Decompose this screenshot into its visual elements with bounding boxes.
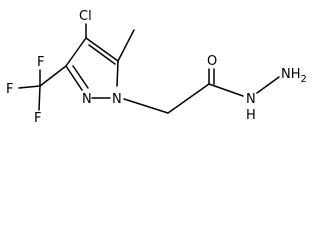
bond-c3-c4: [65, 37, 87, 67]
atom-label-f-bottom: F: [34, 111, 41, 126]
bond-n2-c3: [65, 65, 83, 91]
bond-cf3-f-left: [18, 85, 41, 89]
bond-c3-cf3: [39, 65, 67, 87]
bond-c4-c5-double: [88, 44, 116, 65]
bond-c4-c5: [85, 37, 119, 62]
atom-label-f-top: F: [37, 55, 44, 70]
atom-label-cl: Cl: [79, 9, 92, 24]
bond-c5-methyl: [117, 29, 135, 62]
bond-ch2-carbonyl: [167, 83, 210, 114]
atom-label-o: O: [207, 54, 217, 69]
bond-carbonyl-nh: [208, 83, 244, 97]
atom-label-nh2-subscript: 2: [301, 74, 307, 85]
atom-label-f-left: F: [6, 82, 13, 97]
bond-c5-n1: [116, 60, 119, 87]
bond-nh-nh2: [256, 76, 280, 94]
bond-n2-c3-double: [72, 65, 89, 89]
atom-label-n2: N: [82, 92, 92, 107]
atom-label-nh2-main: NH: [281, 67, 301, 82]
atom-label-nh-h: H: [246, 108, 256, 123]
atom-label-nh2: NH2: [281, 67, 307, 85]
chemical-structure-diagram: Cl F F F N N O N H NH2: [6, 9, 307, 126]
bond-lines: [18, 23, 280, 114]
atom-label-nh-n: N: [246, 92, 256, 107]
atom-label-n1: N: [112, 92, 122, 107]
atom-labels: Cl F F F N N O N H NH2: [6, 9, 307, 126]
bond-n1-ch2: [123, 98, 169, 114]
bond-cf3-f-bottom: [38, 85, 41, 111]
